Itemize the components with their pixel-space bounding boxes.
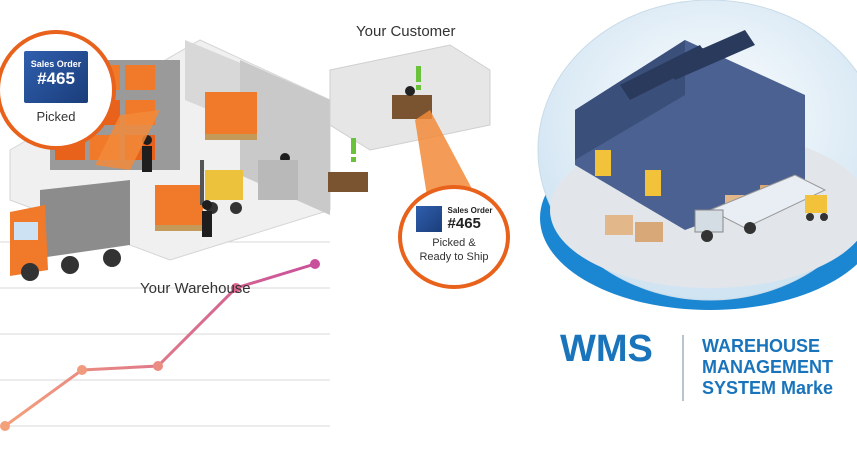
sales-order-box-icon: Sales Order #465 [24, 50, 88, 103]
warehouse-dome-illustration [537, 0, 857, 310]
logo-divider [682, 335, 684, 401]
wms-logo-text: WMS [560, 328, 653, 370]
truck-icon [694, 174, 827, 242]
logo-line-2: MANAGEMENT [702, 357, 833, 377]
sales-order-box-icon [415, 206, 442, 232]
sales-order-ready-badge: Sales Order #465 Picked & Ready to Ship [398, 185, 510, 289]
sales-order-status: Picked & Ready to Ship [419, 236, 488, 264]
customer-label: Your Customer [356, 23, 456, 40]
sales-order-number: #465 [447, 215, 481, 232]
connection-beam-left [95, 110, 160, 170]
trend-line [0, 259, 320, 431]
background-gridlines [0, 241, 330, 427]
sales-order-number: #465 [37, 68, 75, 88]
logo-line-1: WAREHOUSE [702, 336, 821, 356]
sales-order-picked-badge: Sales Order #465 Picked [0, 30, 116, 150]
forklift-icon [805, 195, 828, 221]
exclamation-icon [351, 66, 421, 162]
packing-station [258, 160, 298, 200]
truck-icon [10, 180, 130, 281]
sales-order-header: Sales Order [30, 58, 82, 69]
warehouse-building-icon [575, 30, 805, 230]
pallet-boxes [155, 92, 257, 231]
sales-order-header: Sales Order [447, 206, 493, 215]
wms-logo-subtitle: WAREHOUSE MANAGEMENT SYSTEM Marke [702, 336, 833, 399]
status-line-1: Picked & [432, 237, 476, 249]
status-line-2: Ready to Ship [419, 251, 489, 263]
sales-order-status: Picked [36, 108, 76, 124]
warehouse-label: Your Warehouse [140, 280, 251, 297]
logo-line-3: SYSTEM Marke [702, 378, 834, 398]
dispatch-desk [328, 172, 368, 192]
